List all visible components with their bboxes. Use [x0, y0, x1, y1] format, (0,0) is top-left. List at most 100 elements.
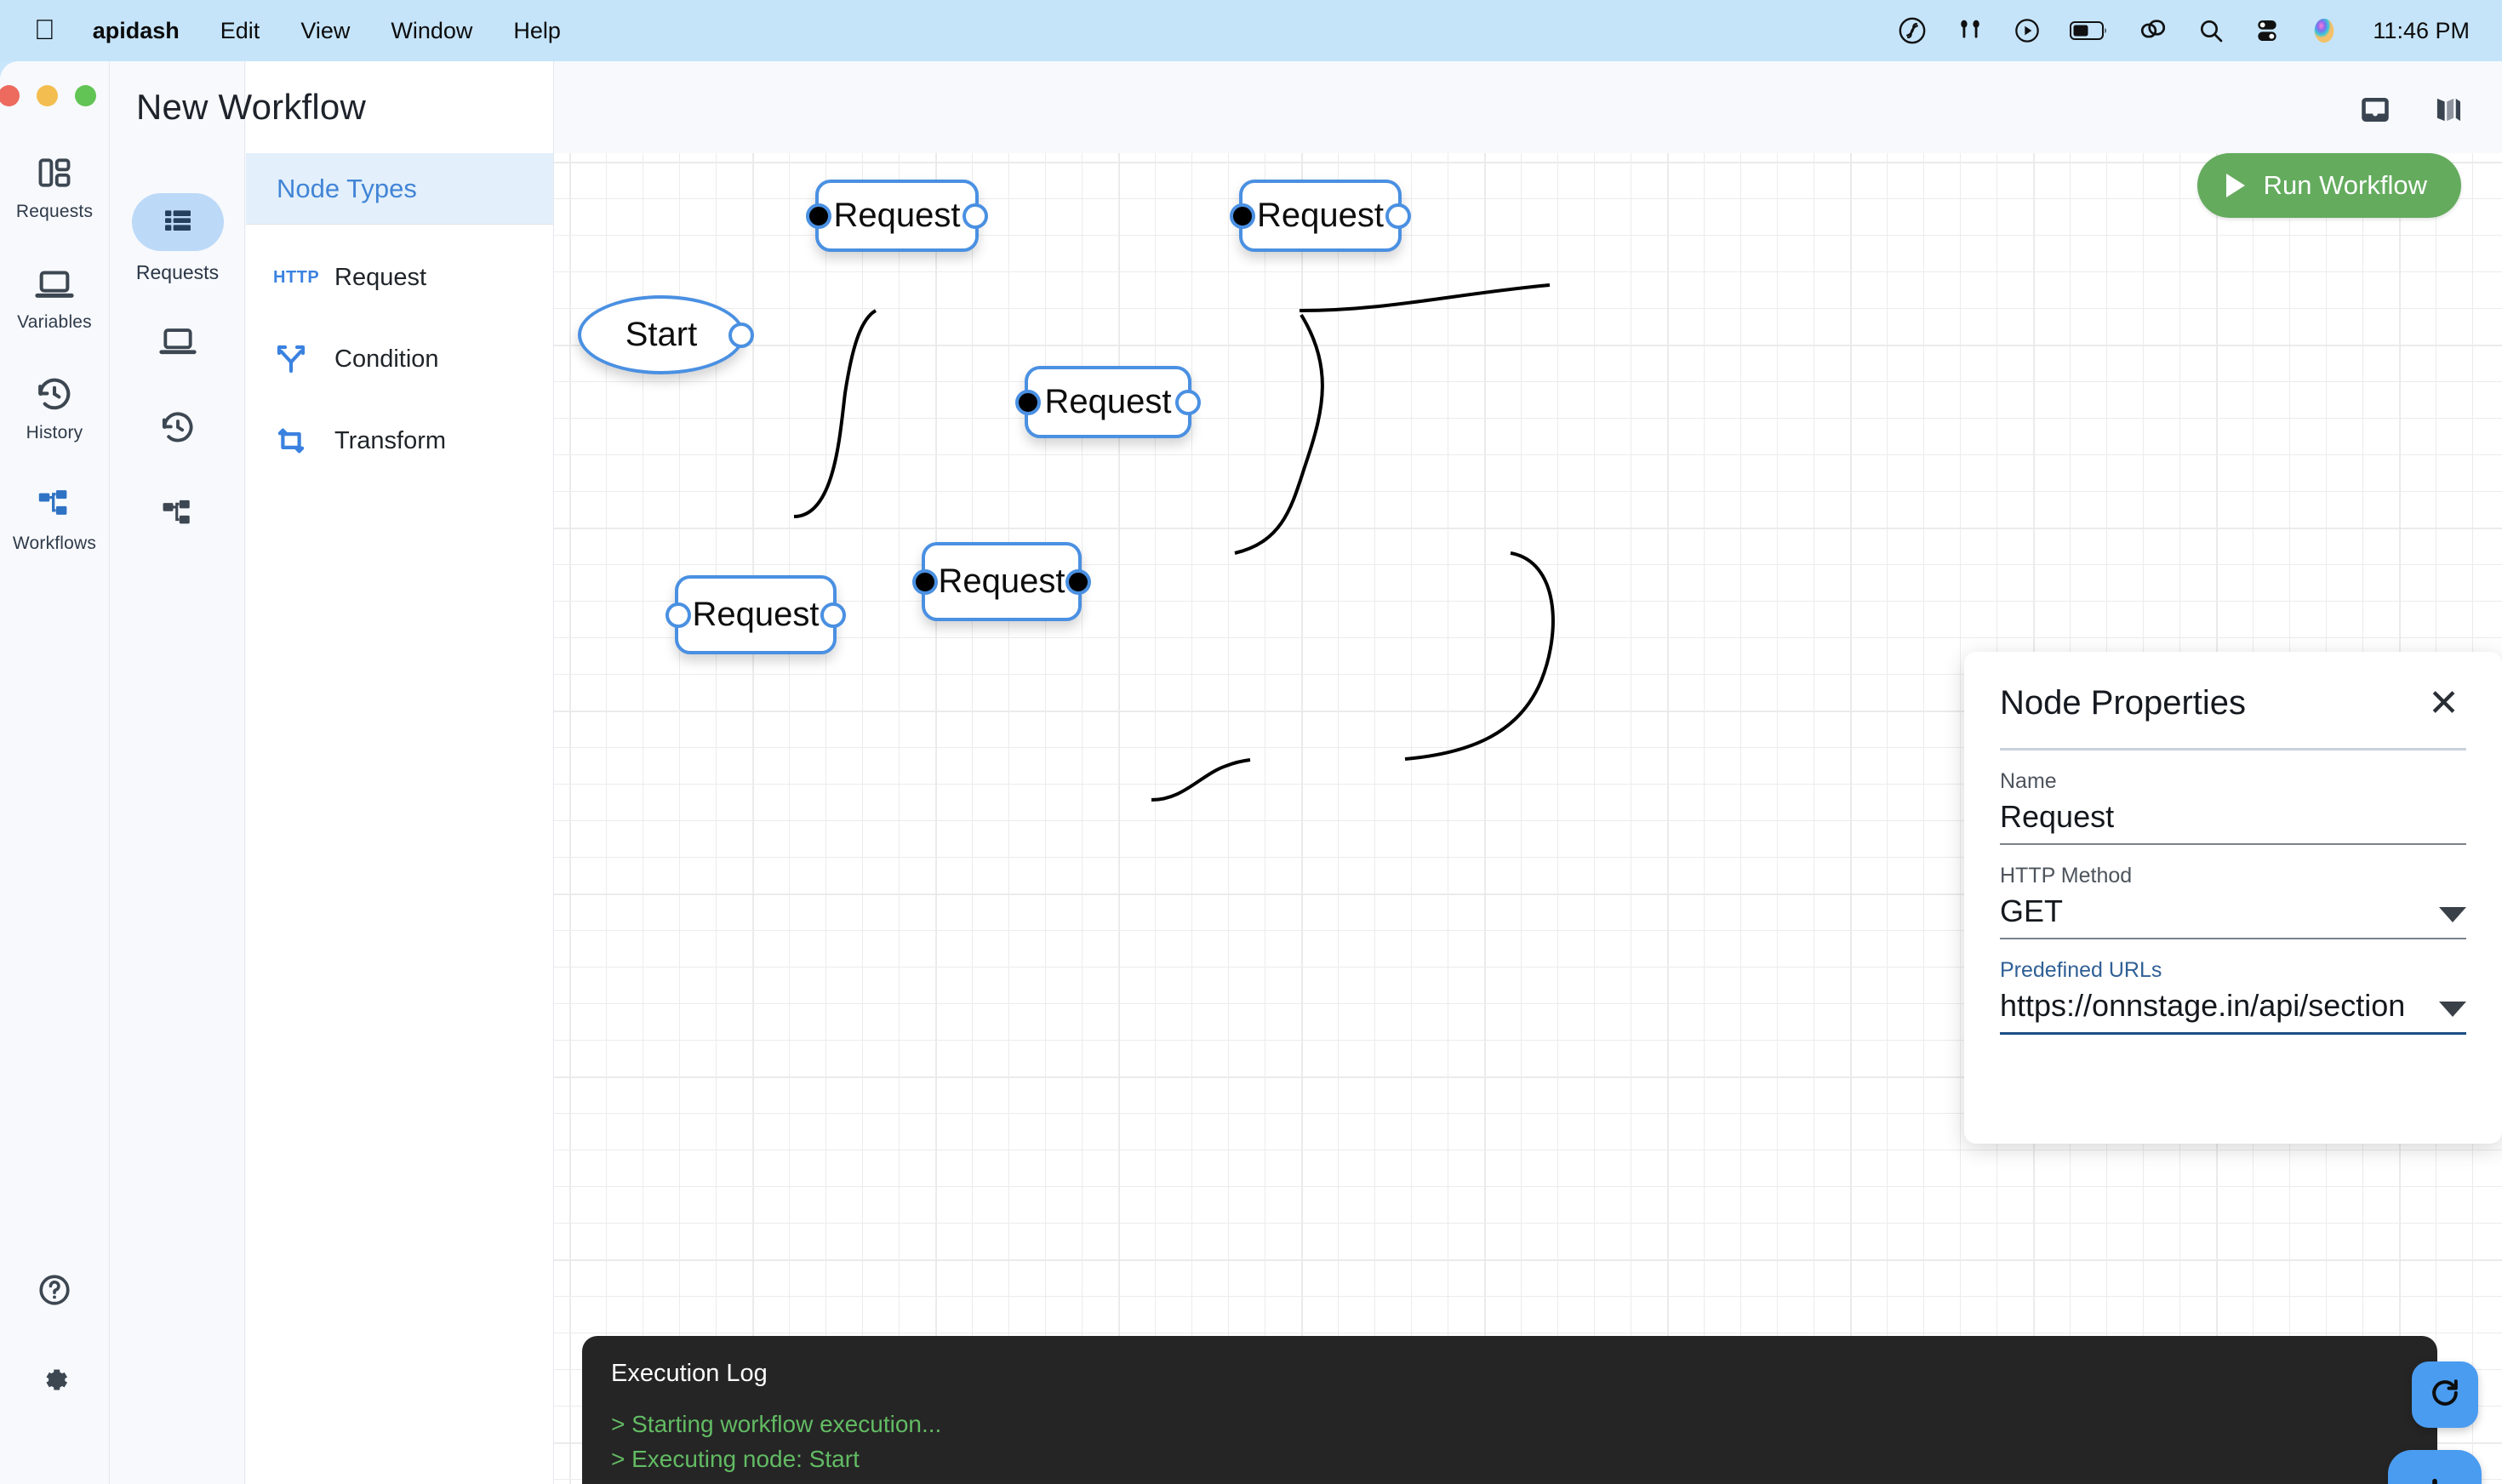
primary-sidebar: Requests Variables	[0, 61, 110, 1484]
node-type-transform[interactable]: Transform	[246, 400, 553, 482]
menu-item-window[interactable]: Window	[369, 17, 472, 43]
node-output-port[interactable]	[820, 602, 846, 628]
node-type-label: Condition	[334, 345, 439, 373]
play-circle-icon[interactable]	[2014, 17, 2041, 44]
rail-item-label: Requests	[135, 261, 220, 283]
workflow-node-request-1[interactable]: Request	[806, 180, 988, 252]
field-row: Request	[2000, 794, 2466, 843]
menu-bar-clock[interactable]: 11:46 PM	[2373, 17, 2470, 43]
node-types-title: Node Types	[277, 173, 417, 203]
node-properties-panel: Node Properties ✕ Name Request HTTP Meth…	[1964, 652, 2502, 1144]
node-input-port[interactable]	[1015, 389, 1041, 415]
workflow-icon	[35, 484, 74, 525]
panel-bottom-icon[interactable]	[2357, 92, 2393, 128]
apple-logo-icon[interactable]: 	[26, 15, 72, 47]
run-workflow-label: Run Workflow	[2263, 170, 2427, 200]
run-workflow-button[interactable]: Run Workflow	[2196, 153, 2461, 218]
refresh-fab[interactable]	[2412, 1361, 2478, 1428]
menu-item-help[interactable]: Help	[492, 17, 561, 43]
window-traffic-lights	[0, 85, 96, 106]
laptop-icon	[35, 263, 74, 304]
chevron-down-icon[interactable]	[2439, 907, 2466, 922]
http-method-field[interactable]: HTTP Method GET	[2000, 864, 2466, 939]
node-type-label: Request	[334, 263, 427, 291]
menu-item-apidash[interactable]: apidash	[71, 17, 180, 43]
title-bar-actions	[2357, 92, 2466, 128]
node-input-port[interactable]	[912, 568, 938, 595]
node-label: Request	[692, 596, 820, 633]
close-window-button[interactable]	[0, 85, 20, 106]
workflow-node-start[interactable]: Start	[578, 295, 754, 374]
field-row: GET	[2000, 888, 2466, 938]
maximize-window-button[interactable]	[74, 85, 96, 106]
rail-item-variables[interactable]	[132, 313, 224, 371]
toggles-icon[interactable]	[2254, 16, 2281, 45]
sidebar-item-variables[interactable]: Variables	[0, 249, 109, 341]
divider	[2000, 748, 2466, 751]
list-icon	[161, 203, 195, 242]
workflow-node-request-5[interactable]: Request	[665, 575, 846, 654]
branch-icon	[273, 341, 328, 377]
chevron-down-icon[interactable]	[2439, 1002, 2466, 1017]
control-center-icon[interactable]	[2138, 16, 2168, 45]
workflows-pill	[132, 487, 224, 545]
predefined-url-value[interactable]: https://onnstage.in/api/section	[2000, 988, 2406, 1023]
node-output-port[interactable]	[728, 322, 754, 348]
battery-icon[interactable]	[2070, 20, 2109, 42]
field-underline	[2000, 1032, 2466, 1035]
requests-pill	[131, 193, 224, 251]
workflow-icon	[159, 495, 197, 537]
rail-item-workflows[interactable]	[132, 487, 224, 545]
history-icon	[159, 408, 197, 450]
map-icon[interactable]	[2431, 92, 2466, 128]
rail-item-requests[interactable]: Requests	[131, 193, 224, 284]
name-input[interactable]: Request	[2000, 799, 2115, 834]
http-icon: HTTP	[273, 267, 320, 287]
laptop-icon	[158, 322, 197, 363]
macos-menu-bar:  apidash Edit View Window Help	[0, 0, 2502, 61]
predefined-urls-field[interactable]: Predefined URLs https://onnstage.in/api/…	[2000, 958, 2466, 1035]
close-icon[interactable]: ✕	[2428, 682, 2459, 724]
minimize-window-button[interactable]	[36, 85, 58, 106]
node-input-port[interactable]	[1230, 203, 1255, 229]
crop-icon	[273, 423, 328, 459]
field-underline	[2000, 843, 2466, 845]
name-field[interactable]: Name Request	[2000, 769, 2466, 845]
http-method-value[interactable]: GET	[2000, 893, 2064, 928]
node-output-port[interactable]	[963, 203, 988, 229]
history-icon	[35, 374, 74, 414]
node-output-port[interactable]	[1385, 203, 1411, 229]
sidebar-item-workflows[interactable]: Workflows	[0, 471, 109, 562]
help-button[interactable]	[0, 1270, 109, 1310]
sidebar-item-history[interactable]: History	[0, 360, 109, 452]
node-types-list: HTTP Request Condition	[246, 225, 553, 482]
settings-button[interactable]	[0, 1360, 109, 1401]
field-underline	[2000, 938, 2466, 939]
node-output-port[interactable]	[1065, 568, 1091, 595]
field-label: Name	[2000, 769, 2057, 793]
node-input-port[interactable]	[806, 203, 831, 229]
node-type-request[interactable]: HTTP Request	[246, 237, 553, 318]
spiral-logo-icon[interactable]	[1898, 16, 1927, 45]
search-icon[interactable]	[2197, 17, 2225, 44]
menu-item-edit[interactable]: Edit	[199, 17, 260, 43]
refresh-icon	[2426, 1374, 2464, 1416]
workflow-node-request-4[interactable]: Request	[912, 542, 1091, 621]
menu-item-view[interactable]: View	[279, 17, 350, 43]
rail-item-history[interactable]	[132, 400, 224, 458]
node-type-condition[interactable]: Condition	[246, 318, 553, 400]
node-input-port[interactable]	[665, 602, 691, 628]
sidebar-item-requests[interactable]: Requests	[0, 139, 109, 231]
siri-icon[interactable]	[2310, 16, 2339, 45]
node-type-label: Transform	[334, 426, 447, 454]
airpods-icon[interactable]	[1956, 16, 1985, 45]
page-title: New Workflow	[136, 87, 367, 127]
plus-icon	[2411, 1471, 2459, 1484]
add-fab[interactable]	[2388, 1450, 2482, 1484]
node-output-port[interactable]	[1175, 389, 1201, 415]
field-label: Predefined URLs	[2000, 958, 2162, 982]
sidebar-items: Requests Variables	[0, 139, 109, 581]
workflow-node-request-2[interactable]: Request	[1230, 180, 1411, 252]
workflow-node-request-3[interactable]: Request	[1015, 366, 1201, 438]
